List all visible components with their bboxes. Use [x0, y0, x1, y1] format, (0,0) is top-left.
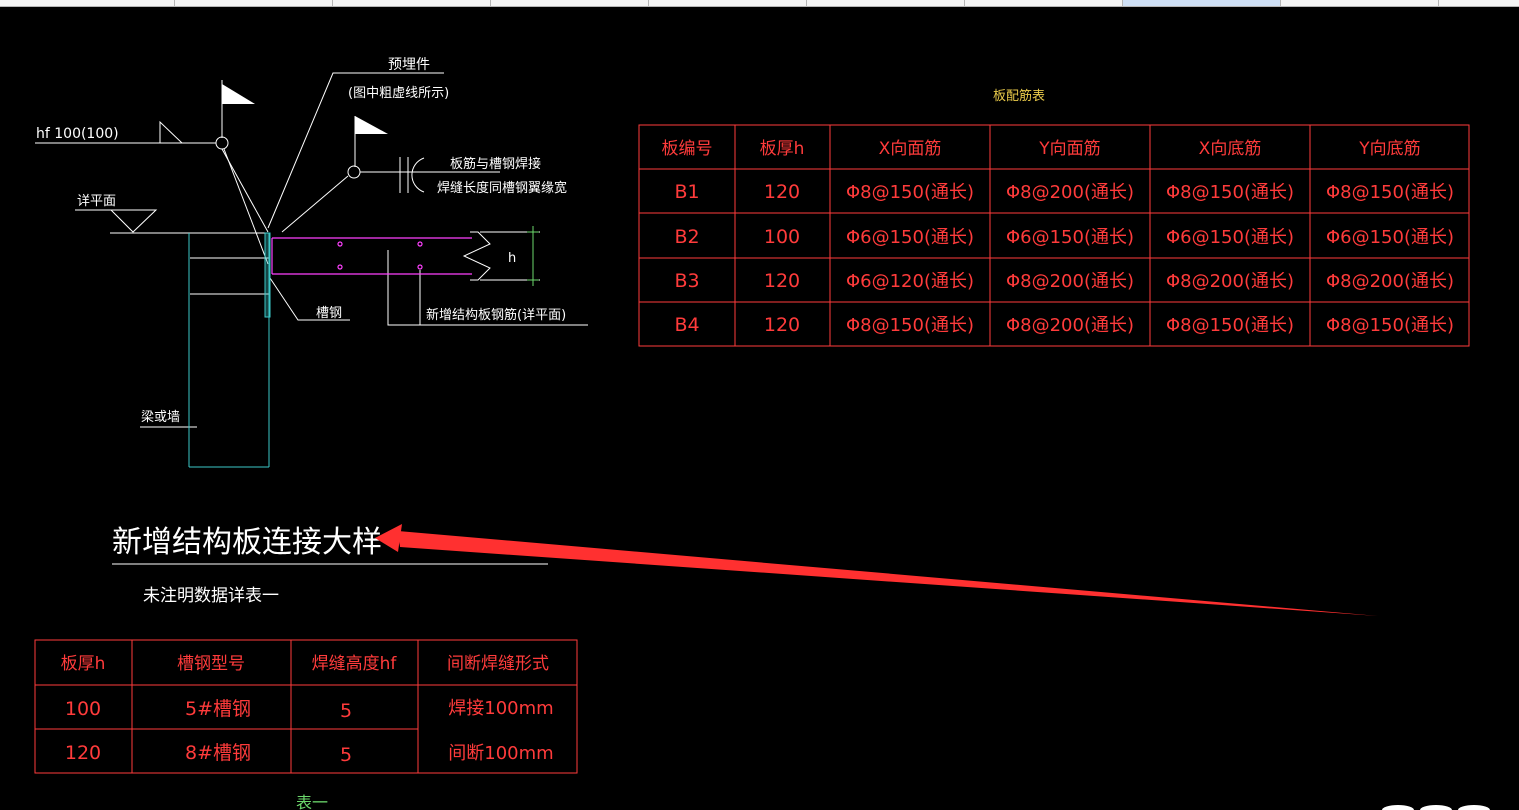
- table-cell: Φ8@200(通长): [1326, 271, 1454, 292]
- table-cell: 120: [764, 181, 800, 203]
- tab-strip: [0, 0, 1519, 7]
- rebar-weld-label-1: 板筋与槽钢焊接: [450, 156, 541, 172]
- weld-form-line-2: 间断100mm: [448, 743, 553, 764]
- slab-table-header: 板厚h: [760, 139, 805, 159]
- slab-table: 板编号 板厚h X向面筋 Y向面筋 X向底筋 Y向底筋 B1 120 Φ8@15…: [662, 139, 1455, 336]
- table-cell: Φ8@150(通长): [1166, 182, 1294, 203]
- tab[interactable]: [965, 0, 1123, 6]
- dimension-line: [527, 226, 539, 286]
- table-cell: B1: [674, 181, 699, 203]
- table-cell: Φ6@150(通长): [1326, 227, 1454, 248]
- tab[interactable]: [1281, 0, 1439, 6]
- weld-table-header: 板厚h: [61, 654, 106, 674]
- table-cell: Φ6@150(通长): [1166, 227, 1294, 248]
- elevation-ref-label: 详平面: [77, 194, 116, 209]
- tab[interactable]: [491, 0, 649, 6]
- tab[interactable]: [0, 0, 175, 6]
- slab-table-header: 板编号: [662, 139, 713, 159]
- table-cell: Φ8@150(通长): [846, 315, 974, 336]
- unmarked-caption: 未注明数据详表一: [143, 586, 279, 606]
- dimension-h-label: h: [508, 251, 516, 266]
- slab-table-header: X向底筋: [1199, 139, 1262, 159]
- table-cell: Φ8@150(通长): [1326, 182, 1454, 203]
- table-cell: 8#槽钢: [185, 742, 251, 764]
- table-cell: Φ8@200(通长): [1166, 271, 1294, 292]
- annotation-arrow: [375, 524, 1378, 616]
- tab[interactable]: [807, 0, 965, 6]
- table-cell: Φ6@150(通长): [846, 227, 974, 248]
- table-cell: 120: [764, 270, 800, 292]
- beam-outline: [188, 232, 271, 468]
- break-line: [462, 231, 540, 281]
- table-cell: Φ8@200(通长): [1006, 182, 1134, 203]
- table-label: 表一: [296, 793, 328, 810]
- weld-table-header: 焊缝高度hf: [312, 654, 398, 674]
- table-cell: 5: [340, 700, 352, 722]
- table-cell: Φ8@200(通长): [1006, 315, 1134, 336]
- slab-table-header: Y向底筋: [1358, 139, 1420, 159]
- table-cell: B3: [674, 270, 699, 292]
- new-slab-rebar-label: 新增结构板钢筋(详平面): [426, 307, 566, 323]
- channel-label: 槽钢: [316, 306, 342, 321]
- weld-table-header: 间断焊缝形式: [447, 654, 549, 674]
- slab-rebar: [271, 237, 472, 275]
- table-cell: Φ8@200(通长): [1006, 271, 1134, 292]
- slab-table-title: 板配筋表: [993, 88, 1045, 104]
- tab[interactable]: [333, 0, 491, 6]
- status-corner: [1382, 805, 1490, 810]
- weld-size-label: hf 100(100): [36, 126, 119, 142]
- tab-active[interactable]: [1123, 0, 1281, 6]
- rebar-weld-label-2: 焊缝长度同槽钢翼缘宽: [437, 180, 567, 196]
- slab-table-header: X向面筋: [879, 139, 942, 159]
- table-cell: 100: [764, 226, 800, 248]
- tab[interactable]: [649, 0, 807, 6]
- table-cell: Φ6@150(通长): [1006, 227, 1134, 248]
- detail-title: 新增结构板连接大样一: [112, 525, 412, 560]
- table-cell: 120: [65, 742, 101, 764]
- table-cell: 100: [65, 698, 101, 720]
- weld-table-grid: [34, 639, 578, 774]
- table-cell: Φ8@150(通长): [1326, 315, 1454, 336]
- slab-table-grid: [638, 124, 1470, 347]
- weld-table-header: 槽钢型号: [177, 654, 245, 674]
- weld-form-line-1: 焊接100mm: [448, 698, 553, 719]
- table-cell: 5: [340, 744, 352, 766]
- table-cell: Φ8@150(通长): [1166, 315, 1294, 336]
- table-cell: B2: [674, 226, 699, 248]
- table-cell: 120: [764, 314, 800, 336]
- table-cell: B4: [674, 314, 699, 336]
- weld-table: 板厚h 槽钢型号 焊缝高度hf 间断焊缝形式 100 5#槽钢 5 120 8#…: [61, 654, 554, 766]
- embedded-note-label: (图中粗虚线所示): [348, 86, 449, 101]
- connection-detail: [35, 72, 588, 428]
- beam-or-wall-label: 梁或墙: [141, 410, 180, 425]
- table-cell: Φ6@120(通长): [846, 271, 974, 292]
- table-cell: Φ8@150(通长): [846, 182, 974, 203]
- slab-table-header: Y向面筋: [1038, 139, 1100, 159]
- tab[interactable]: [175, 0, 333, 6]
- table-cell: 5#槽钢: [185, 698, 251, 720]
- embedded-part-label: 预埋件: [388, 57, 430, 73]
